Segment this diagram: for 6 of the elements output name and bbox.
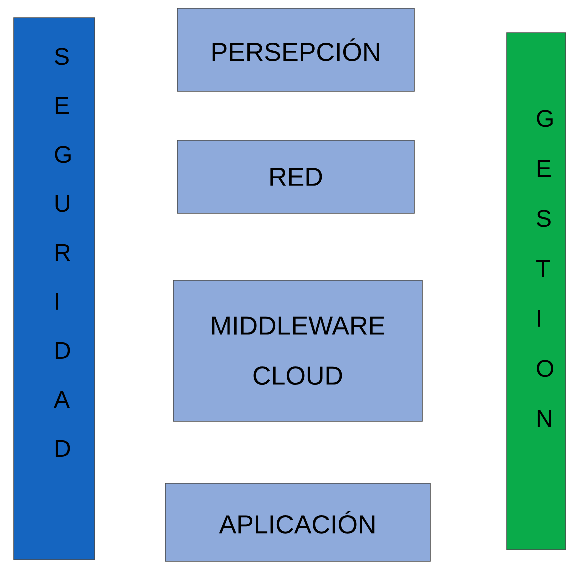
vertical-bar: SEGURIDAD [14,18,96,560]
vertical-bar: GESTION [506,32,566,550]
layer-box: RED [177,140,415,214]
layer-box: PERSEPCIÓN [177,8,415,92]
layer-box: MIDDLEWARE CLOUD [173,280,423,422]
layer-box: APLICACIÓN [165,483,431,562]
